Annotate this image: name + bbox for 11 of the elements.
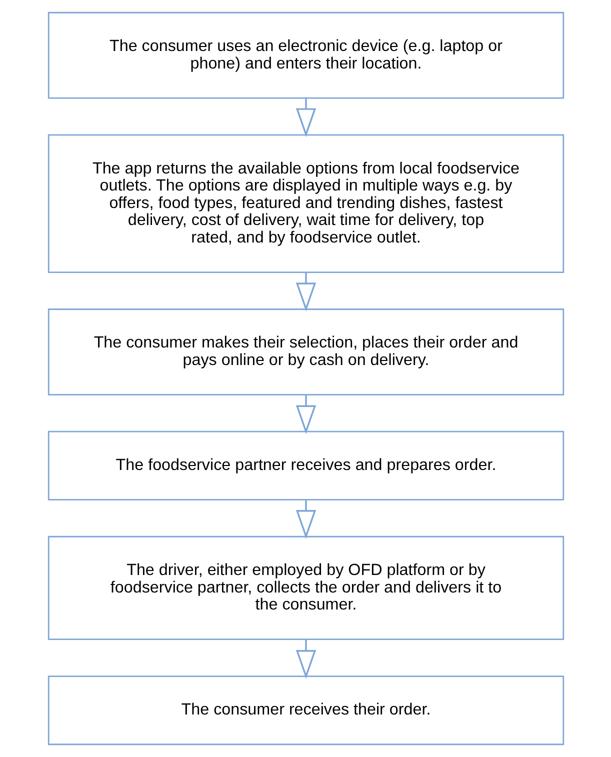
node-box: The driver, either employed by OFD platform or by foodservice partner, collects the order and delivers it to the consumer. <box>47 536 564 640</box>
arrow <box>295 394 316 434</box>
node-box: The consumer uses an electronic device (e.g. laptop or phone) and enters their location. <box>47 12 564 99</box>
node-box: The consumer makes their selection, places their order and pays online or by cash on delivery. <box>47 308 564 396</box>
node-box: The foodservice partner receives and prepares order. <box>47 430 564 500</box>
node-box: The consumer receives their order. <box>47 676 564 746</box>
arrow <box>295 272 316 312</box>
arrow <box>295 500 316 539</box>
node-box: The app returns the available options from local foodservice outlets. The options are displayed in multiple ways e.g. by offers, food types, featured and trending dishes, fastest delivery, cost of delivery, wait time for delivery, top rated, and by foodservice outlet. <box>47 134 564 273</box>
arrow <box>295 98 316 138</box>
arrow <box>295 639 316 679</box>
